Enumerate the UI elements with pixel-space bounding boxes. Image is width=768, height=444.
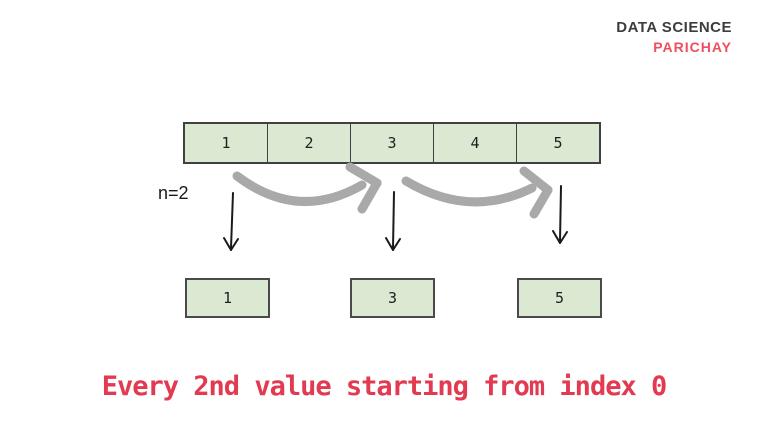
source-array: 1 2 3 4 5 <box>183 122 601 164</box>
source-array-cell: 2 <box>268 124 351 162</box>
brand-logo: DATA SCIENCE PARICHAY <box>616 18 732 57</box>
down-arrow-icon <box>552 185 568 244</box>
hop-arrow-icon <box>401 166 553 219</box>
result-box: 3 <box>350 278 435 318</box>
down-arrow-icon <box>223 192 239 251</box>
step-size-label: n=2 <box>158 183 189 203</box>
source-array-cell: 4 <box>434 124 517 162</box>
source-array-cell: 3 <box>351 124 434 162</box>
brand-name-line1: DATA SCIENCE <box>616 19 732 36</box>
hop-arrow-icon <box>232 162 382 214</box>
result-box: 1 <box>185 278 270 318</box>
result-box: 5 <box>517 278 602 318</box>
source-array-cell: 1 <box>185 124 268 162</box>
source-array-cell: 5 <box>553 134 563 152</box>
brand-name-line2: PARICHAY <box>653 39 732 56</box>
down-arrow-icon <box>385 191 401 251</box>
caption-text: Every 2nd value starting from index 0 <box>101 371 667 402</box>
